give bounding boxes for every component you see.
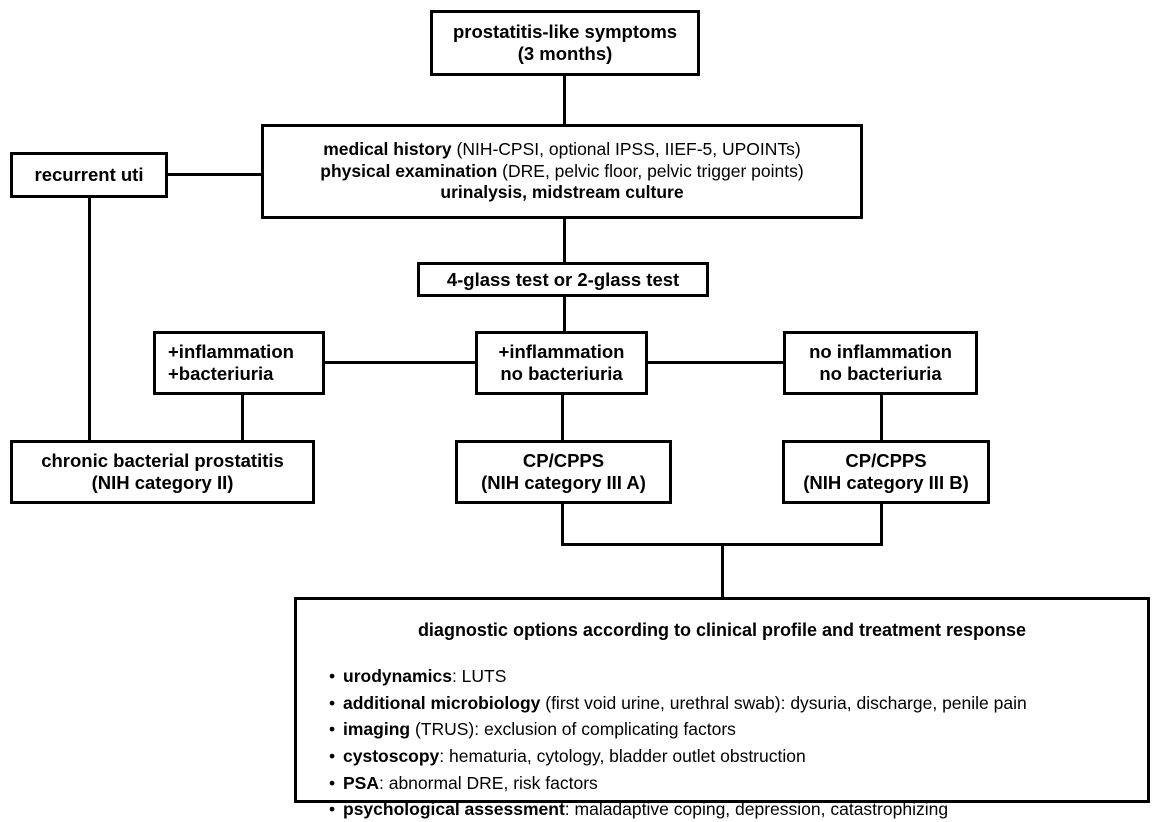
node-cpps-iiib-line2: (NIH category III B) [803, 472, 969, 493]
node-infl-bact-line2: +bacteriuria [168, 363, 274, 384]
node-workup-line2: physical examination (DRE, pelvic floor,… [320, 160, 804, 181]
connector-cpps-iiib-down [880, 504, 883, 546]
list-item-detail: : maladaptive coping, depression, catast… [564, 799, 949, 820]
connector-noinfl-to-cpps-iiib [880, 395, 883, 440]
list-item-term: additional microbiology [343, 692, 541, 713]
list-item[interactable]: • additional microbiology (first void uri… [329, 690, 1129, 717]
connector-cpps-iiia-down [561, 504, 564, 546]
list-item-detail: (TRUS): exclusion of complicating factor… [410, 719, 736, 740]
node-inflammation-bacteriuria[interactable]: +inflammation +bacteriuria [153, 331, 325, 395]
node-cpps-iiia-line1: CP/CPPS [522, 450, 605, 472]
bullet-icon: • [329, 692, 336, 713]
node-noinfl-nobact-line1: no inflammation [809, 341, 952, 363]
list-item-detail: (first void urine, urethral swab): dysur… [540, 692, 1027, 713]
node-glass-test-label: 4-glass test or 2-glass test [446, 268, 680, 290]
connector-merge-to-diagnostic-options [721, 543, 724, 598]
list-item-detail: : abnormal DRE, risk factors [378, 772, 598, 793]
connector-glasstest-to-infl-nobact [563, 296, 566, 331]
list-item[interactable]: • imaging (TRUS): exclusion of complicati… [329, 716, 1129, 743]
connector-inflnobact-to-noinfl [648, 361, 783, 364]
node-chronic-bacterial-line1: chronic bacterial prostatitis [41, 450, 284, 472]
bullet-icon: • [329, 746, 336, 767]
connector-inflbact-to-inflnobact [325, 361, 475, 364]
list-item-term: imaging [343, 719, 411, 740]
connector-uti-to-workup [168, 173, 261, 176]
connector-symptoms-to-workup [563, 75, 566, 124]
list-item[interactable]: • psychological assessment: maladaptive c… [329, 796, 1129, 822]
panel-diagnostic-options[interactable]: diagnostic options according to clinical… [294, 597, 1150, 819]
diagnostic-options-list: • urodynamics: LUTS • additional microbiol… [315, 663, 1129, 822]
list-item-term: urodynamics [343, 666, 452, 687]
node-infl-nobact-line1: +inflammation [498, 341, 625, 363]
node-history-examination-urinalysis[interactable]: medical history (NIH-CPSI, optional IPSS… [261, 124, 863, 219]
node-noinfl-nobact-line2: no bacteriuria [819, 363, 942, 384]
node-chronic-bacterial-prostatitis[interactable]: chronic bacterial prostatitis (NIH categ… [10, 440, 315, 504]
node-cpps-iiib-line1: CP/CPPS [845, 450, 927, 472]
node-workup-line1: medical history (NIH-CPSI, optional IPSS… [323, 138, 801, 159]
node-infl-nobact-line2: no bacteriuria [500, 363, 623, 384]
node-cpps-nih-category-iii-a[interactable]: CP/CPPS (NIH category III A) [455, 440, 672, 504]
bullet-icon: • [329, 799, 336, 820]
list-item[interactable]: • PSA: abnormal DRE, risk factors [329, 770, 1129, 797]
panel-diagnostic-options-title: diagnostic options according to clinical… [417, 620, 1027, 640]
connector-inflbact-to-chronic-bacterial [241, 395, 244, 440]
connector-uti-to-chronic-bacterial [88, 197, 91, 440]
list-item-term: psychological assessment [343, 799, 565, 820]
list-item-detail: : LUTS [451, 666, 507, 687]
node-cpps-nih-category-iii-b[interactable]: CP/CPPS (NIH category III B) [782, 440, 990, 504]
bullet-icon: • [329, 772, 336, 793]
list-item[interactable]: • cystoscopy: hematuria, cytology, bladde… [329, 743, 1129, 770]
connector-workup-to-glasstest [563, 218, 566, 262]
node-recurrent-uti-label: recurrent uti [34, 164, 144, 186]
list-item-term: cystoscopy [343, 746, 440, 767]
node-no-inflammation-no-bacteriuria[interactable]: no inflammation no bacteriuria [783, 331, 978, 395]
bullet-icon: • [329, 719, 336, 740]
node-glass-test[interactable]: 4-glass test or 2-glass test [417, 262, 709, 297]
node-inflammation-no-bacteriuria[interactable]: +inflammation no bacteriuria [475, 331, 648, 395]
connector-inflnobact-to-cpps-iiia [561, 395, 564, 440]
node-symptoms-line2: (3 months) [517, 43, 613, 64]
list-item[interactable]: • urodynamics: LUTS [329, 663, 1129, 690]
node-symptoms-line1: prostatitis-like symptoms [452, 21, 678, 43]
node-recurrent-uti[interactable]: recurrent uti [10, 152, 168, 198]
bullet-icon: • [329, 666, 336, 687]
list-item-term: PSA [343, 772, 379, 793]
node-chronic-bacterial-line2: (NIH category II) [91, 472, 234, 493]
node-prostatitis-like-symptoms[interactable]: prostatitis-like symptoms (3 months) [430, 10, 700, 76]
node-infl-bact-line1: +inflammation [168, 341, 294, 363]
list-item-detail: : hematuria, cytology, bladder outlet ob… [439, 746, 806, 767]
node-workup-line3: urinalysis, midstream culture [440, 182, 684, 203]
node-cpps-iiia-line2: (NIH category III A) [481, 472, 646, 493]
